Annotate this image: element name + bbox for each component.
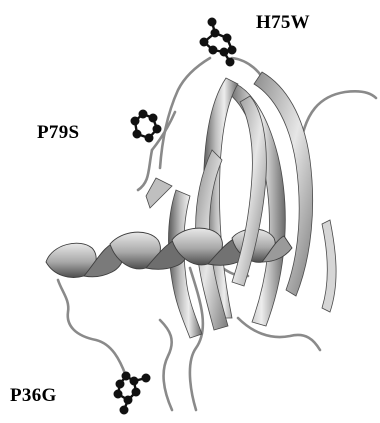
side-chain-p36g bbox=[115, 373, 150, 414]
mutation-label-h75w: H75W bbox=[256, 12, 310, 34]
mutation-label-p36g: P36G bbox=[10, 385, 57, 407]
side-chain-p79s bbox=[132, 111, 161, 142]
side-chain-h75w bbox=[201, 19, 236, 66]
mutation-label-p79s: P79S bbox=[37, 122, 79, 144]
